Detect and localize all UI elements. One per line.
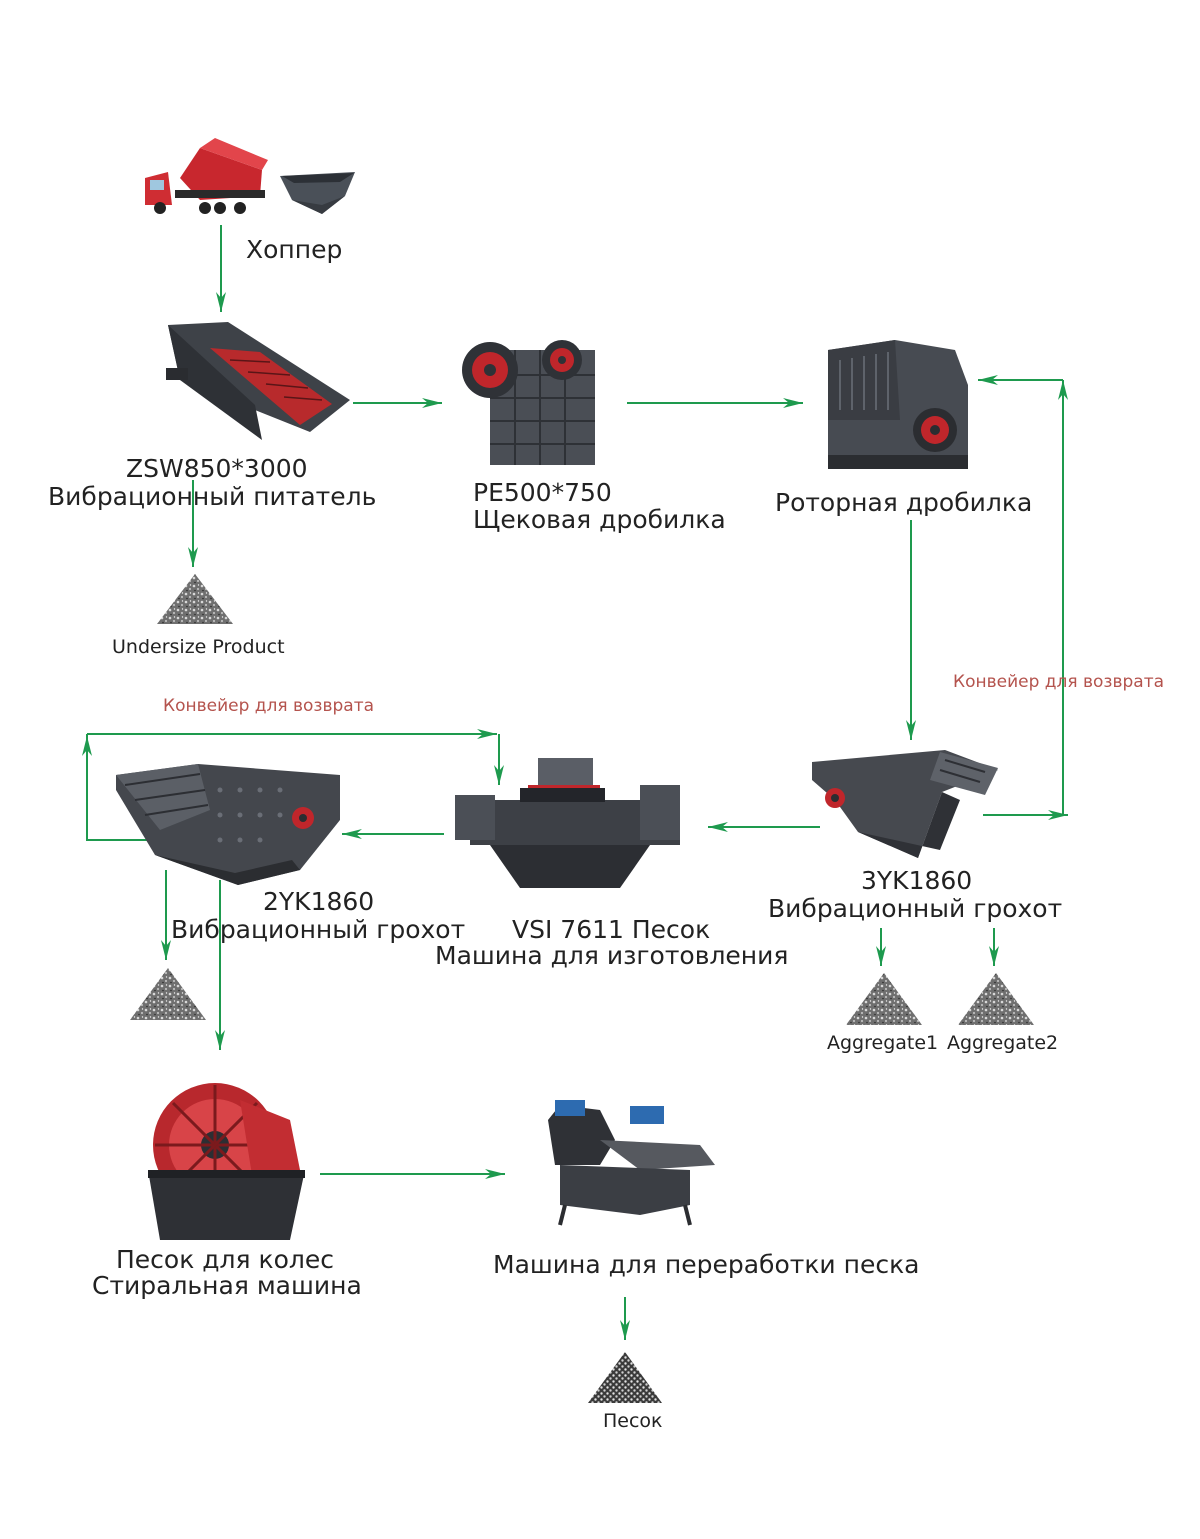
- feeder-name-label: Вибрационный питатель: [48, 482, 376, 511]
- gravel-pile-aggregate2-icon: [958, 973, 1034, 1025]
- jaw-crusher-icon: [462, 340, 595, 465]
- vibrating-feeder-icon: [166, 322, 350, 440]
- gravel-pile-undersize-icon: [157, 574, 233, 624]
- return-conveyor-right-label: Конвейер для возврата: [953, 672, 1164, 692]
- return-conveyor-left-label: Конвейер для возврата: [163, 696, 374, 716]
- undersize-label: Undersize Product: [112, 636, 285, 658]
- feeder-model-label: ZSW850*3000: [126, 454, 308, 483]
- aggregate2-label: Aggregate2: [947, 1032, 1058, 1054]
- sand-pile-icon: [588, 1352, 662, 1403]
- screen3-model-label: 3YK1860: [861, 866, 972, 895]
- impact-name-label: Роторная дробилка: [775, 488, 1032, 517]
- recycler-name-label: Машина для переработки песка: [493, 1250, 920, 1279]
- gravel-pile-screen2-icon: [130, 968, 206, 1020]
- jaw-name-label: Щековая дробилка: [473, 505, 726, 534]
- vibrating-screen-3yk-icon: [812, 750, 998, 858]
- impact-crusher-icon: [828, 340, 968, 469]
- washer-line1-label: Песок для колес: [116, 1245, 334, 1274]
- dump-truck-icon: [145, 138, 268, 214]
- aggregate1-label: Aggregate1: [827, 1032, 938, 1054]
- vsi-line2-label: Машина для изготовления: [435, 941, 788, 970]
- hopper-icon: [280, 172, 355, 214]
- hopper-label: Хоппер: [246, 235, 342, 264]
- screen2-name-label: Вибрационный грохот: [171, 915, 465, 944]
- sand-recycling-machine-icon: [548, 1100, 715, 1226]
- vsi-line1-label: VSI 7611 Песок: [512, 915, 710, 944]
- vibrating-screen-2yk-icon: [116, 764, 340, 885]
- gravel-pile-aggregate1-icon: [846, 973, 922, 1025]
- vsi-crusher-icon: [455, 758, 680, 888]
- washer-line2-label: Стиральная машина: [92, 1271, 362, 1300]
- screen2-model-label: 2YK1860: [263, 887, 374, 916]
- sand-label: Песок: [603, 1410, 663, 1432]
- arrow-screen2-return-loop: [86, 734, 160, 841]
- screen3-name-label: Вибрационный грохот: [768, 894, 1062, 923]
- jaw-model-label: PE500*750: [473, 478, 612, 507]
- flow-arrows: [82, 225, 1068, 1340]
- wheel-sand-washer-icon: [148, 1083, 305, 1240]
